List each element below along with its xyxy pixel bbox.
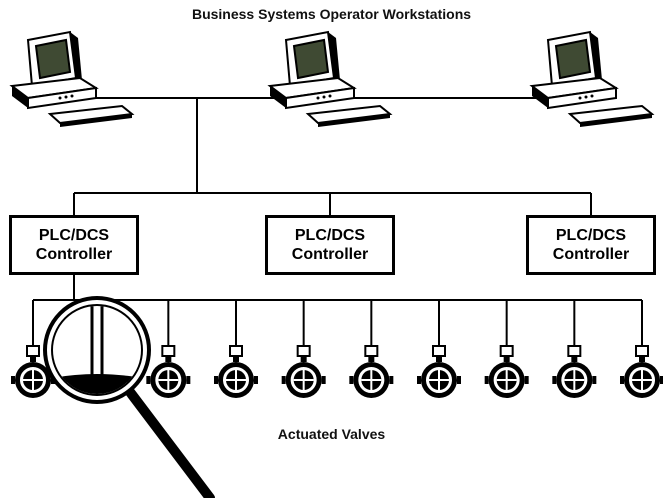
controller-box: PLC/DCS Controller bbox=[526, 215, 656, 275]
controller-box: PLC/DCS Controller bbox=[265, 215, 395, 275]
computer-workstation-icon bbox=[269, 31, 391, 128]
actuated-valve-icon bbox=[483, 345, 530, 399]
controller-box: PLC/DCS Controller bbox=[9, 215, 139, 275]
actuated-valve-icon bbox=[348, 345, 395, 399]
actuated-valve-icon bbox=[551, 345, 598, 399]
computer-workstation-icon bbox=[11, 31, 133, 128]
actuated-valve-icon bbox=[619, 345, 663, 399]
controller-label-line1: PLC/DCS bbox=[555, 227, 627, 244]
actuated-valve-icon bbox=[416, 345, 462, 399]
controller-label-line2: Controller bbox=[552, 246, 630, 263]
controller-label-line1: PLC/DCS bbox=[38, 227, 110, 244]
controller-label-line1: PLC/DCS bbox=[294, 227, 366, 244]
magnifying-glass-icon bbox=[43, 296, 215, 498]
controller-label-line2: Controller bbox=[291, 246, 369, 263]
controller-label-line2: Controller bbox=[35, 246, 113, 263]
actuated-valve-icon bbox=[280, 345, 327, 399]
actuated-valve-icon bbox=[145, 345, 192, 399]
actuated-valve-icon bbox=[213, 345, 259, 399]
diagram-title: Business Systems Operator Workstations bbox=[191, 6, 472, 22]
valves-label: Actuated Valves bbox=[277, 426, 386, 442]
computer-workstation-icon bbox=[531, 31, 653, 128]
